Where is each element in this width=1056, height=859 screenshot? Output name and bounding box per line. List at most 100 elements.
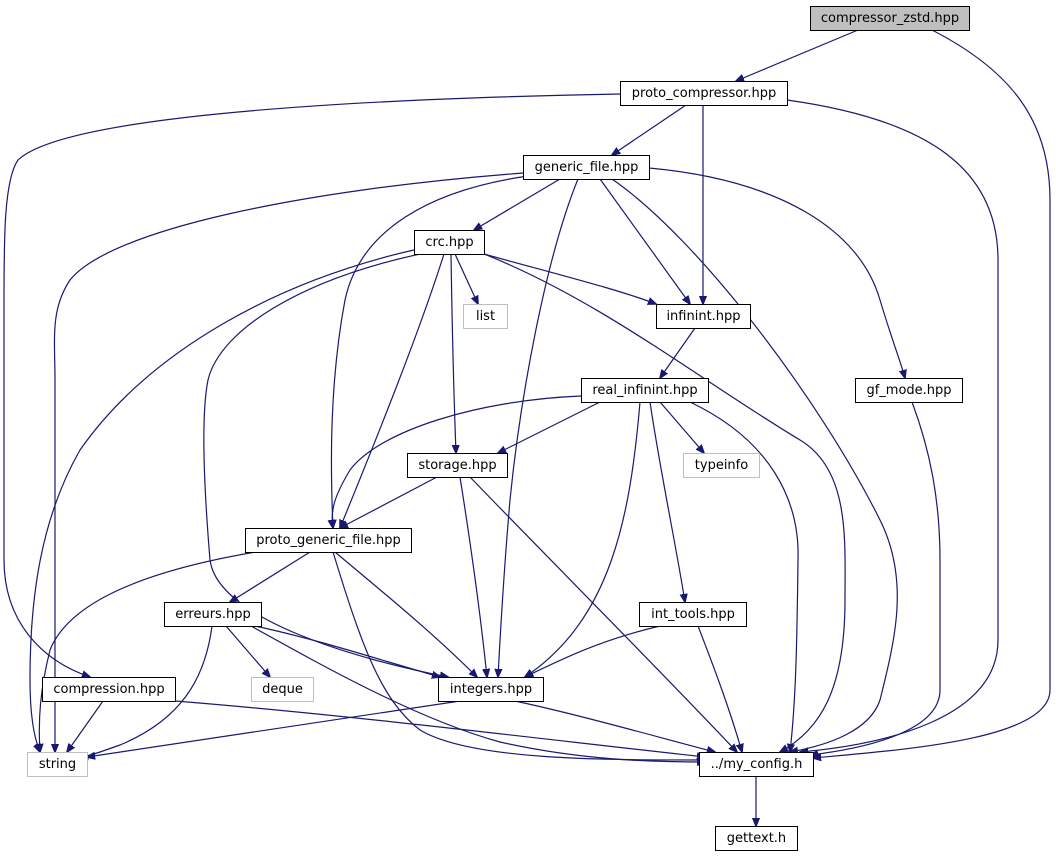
- edge-int-tools-to-my-config: [697, 625, 742, 752]
- edge-generic-file-to-crc: [474, 178, 561, 230]
- node-box: [414, 230, 485, 255]
- edge-generic-file-to-proto-generic-file: [331, 175, 529, 528]
- node-label: proto_compressor.hpp: [632, 86, 776, 101]
- edge-erreurs-to-my-config: [250, 625, 705, 762]
- node-label: integers.hpp: [450, 682, 532, 697]
- node-label: crc.hpp: [425, 235, 473, 250]
- node-my-config[interactable]: ../my_config.h: [699, 752, 814, 777]
- edge-infinint-to-real-infinint: [660, 327, 696, 378]
- node-label: real_infinint.hpp: [592, 383, 697, 398]
- node-label: compressor_zstd.hpp: [821, 11, 959, 26]
- edge-int-tools-to-integers: [525, 625, 661, 677]
- node-box: [639, 602, 747, 627]
- node-label: int_tools.hpp: [651, 607, 735, 622]
- edge-storage-to-my-config: [469, 476, 737, 752]
- node-box: [27, 752, 88, 777]
- node-list: list: [463, 304, 508, 329]
- node-box: [438, 677, 544, 702]
- node-box: [251, 677, 314, 702]
- node-crc[interactable]: crc.hpp: [414, 230, 485, 255]
- node-label: ../my_config.h: [711, 757, 803, 772]
- node-box: [42, 677, 176, 702]
- edge-real-infinint-to-storage: [498, 401, 601, 453]
- node-label: gettext.h: [727, 831, 786, 846]
- edge-proto-compressor-to-generic-file: [612, 104, 687, 155]
- edge-real-infinint-to-my-config: [689, 401, 799, 752]
- edge-generic-file-to-infinint: [599, 178, 690, 304]
- node-gf-mode[interactable]: gf_mode.hpp: [855, 378, 963, 403]
- node-generic-file[interactable]: generic_file.hpp: [523, 155, 650, 180]
- edge-proto-compressor-to-compression: [3, 93, 621, 677]
- node-label: storage.hpp: [418, 458, 496, 473]
- edge-real-infinint-to-int-tools: [649, 401, 685, 602]
- edge-erreurs-to-integers: [254, 625, 440, 677]
- node-compression[interactable]: compression.hpp: [42, 677, 176, 702]
- node-typeinfo: typeinfo: [683, 453, 760, 478]
- node-box: [683, 453, 760, 478]
- node-infinint[interactable]: infinint.hpp: [656, 304, 751, 329]
- edge-storage-to-integers: [459, 476, 487, 677]
- node-label: infinint.hpp: [666, 309, 740, 324]
- node-proto-generic-file[interactable]: proto_generic_file.hpp: [245, 528, 412, 553]
- node-box: [164, 602, 262, 627]
- node-label: compression.hpp: [53, 682, 164, 697]
- edge-crc-to-string: [29, 249, 415, 752]
- node-box: [855, 378, 963, 403]
- node-label: generic_file.hpp: [535, 160, 639, 175]
- edge-proto-generic-file-to-integers: [334, 551, 477, 677]
- node-box: [699, 752, 814, 777]
- node-storage[interactable]: storage.hpp: [407, 453, 508, 478]
- node-box: [656, 304, 751, 329]
- edge-proto-generic-file-to-my-config: [332, 551, 705, 760]
- edge-integers-to-my-config: [514, 700, 715, 752]
- edge-compression-to-my-config: [174, 700, 705, 757]
- node-gettext[interactable]: gettext.h: [715, 826, 798, 851]
- edge-compressor-zstd-to-my-config: [813, 29, 1051, 758]
- edge-real-infinint-to-integers: [525, 401, 641, 677]
- node-label: gf_mode.hpp: [866, 383, 951, 398]
- node-box: [407, 453, 508, 478]
- edge-generic-file-to-my-config: [611, 178, 898, 752]
- node-box: [523, 155, 650, 180]
- node-box: [245, 528, 412, 553]
- node-label: list: [476, 309, 495, 324]
- node-string: string: [27, 752, 88, 777]
- edge-proto-compressor-to-my-config: [786, 99, 999, 752]
- edge-real-infinint-to-proto-generic-file: [332, 395, 582, 528]
- node-label: erreurs.hpp: [175, 607, 250, 622]
- edges: [3, 29, 1051, 826]
- node-int-tools[interactable]: int_tools.hpp: [639, 602, 747, 627]
- edge-real-infinint-to-typeinfo: [659, 401, 704, 453]
- node-label: deque: [262, 682, 303, 697]
- node-compressor-zstd[interactable]: compressor_zstd.hpp: [810, 6, 970, 31]
- edge-generic-file-to-integers: [498, 178, 579, 677]
- edge-compression-to-string: [67, 700, 104, 752]
- edge-storage-to-proto-generic-file: [340, 476, 438, 528]
- node-label: proto_generic_file.hpp: [256, 533, 401, 548]
- edge-integers-to-string: [87, 700, 461, 757]
- node-real-infinint[interactable]: real_infinint.hpp: [581, 378, 709, 403]
- node-box: [810, 6, 970, 31]
- node-box: [620, 81, 788, 106]
- node-box: [581, 378, 709, 403]
- node-erreurs[interactable]: erreurs.hpp: [164, 602, 262, 627]
- edge-proto-generic-file-to-string: [39, 551, 257, 752]
- edge-erreurs-to-deque: [225, 625, 270, 677]
- node-integers[interactable]: integers.hpp: [438, 677, 544, 702]
- edge-crc-to-infinint: [483, 253, 656, 304]
- node-box: [715, 826, 798, 851]
- edge-crc-to-my-config: [483, 253, 846, 752]
- node-deque: deque: [251, 677, 314, 702]
- edge-proto-generic-file-to-erreurs: [230, 551, 311, 602]
- nodes: compressor_zstd.hpp proto_compressor.hppg…: [27, 6, 970, 851]
- edge-generic-file-to-gf-mode: [648, 167, 905, 378]
- edge-crc-to-proto-generic-file: [340, 253, 445, 528]
- edge-crc-to-storage: [450, 253, 456, 453]
- edge-compressor-zstd-to-proto-compressor: [736, 29, 859, 81]
- node-proto-compressor[interactable]: proto_compressor.hpp: [620, 81, 788, 106]
- node-box: [463, 304, 508, 329]
- node-label: typeinfo: [695, 458, 748, 473]
- edge-generic-file-to-string: [54, 172, 524, 752]
- edge-crc-to-list: [454, 253, 478, 304]
